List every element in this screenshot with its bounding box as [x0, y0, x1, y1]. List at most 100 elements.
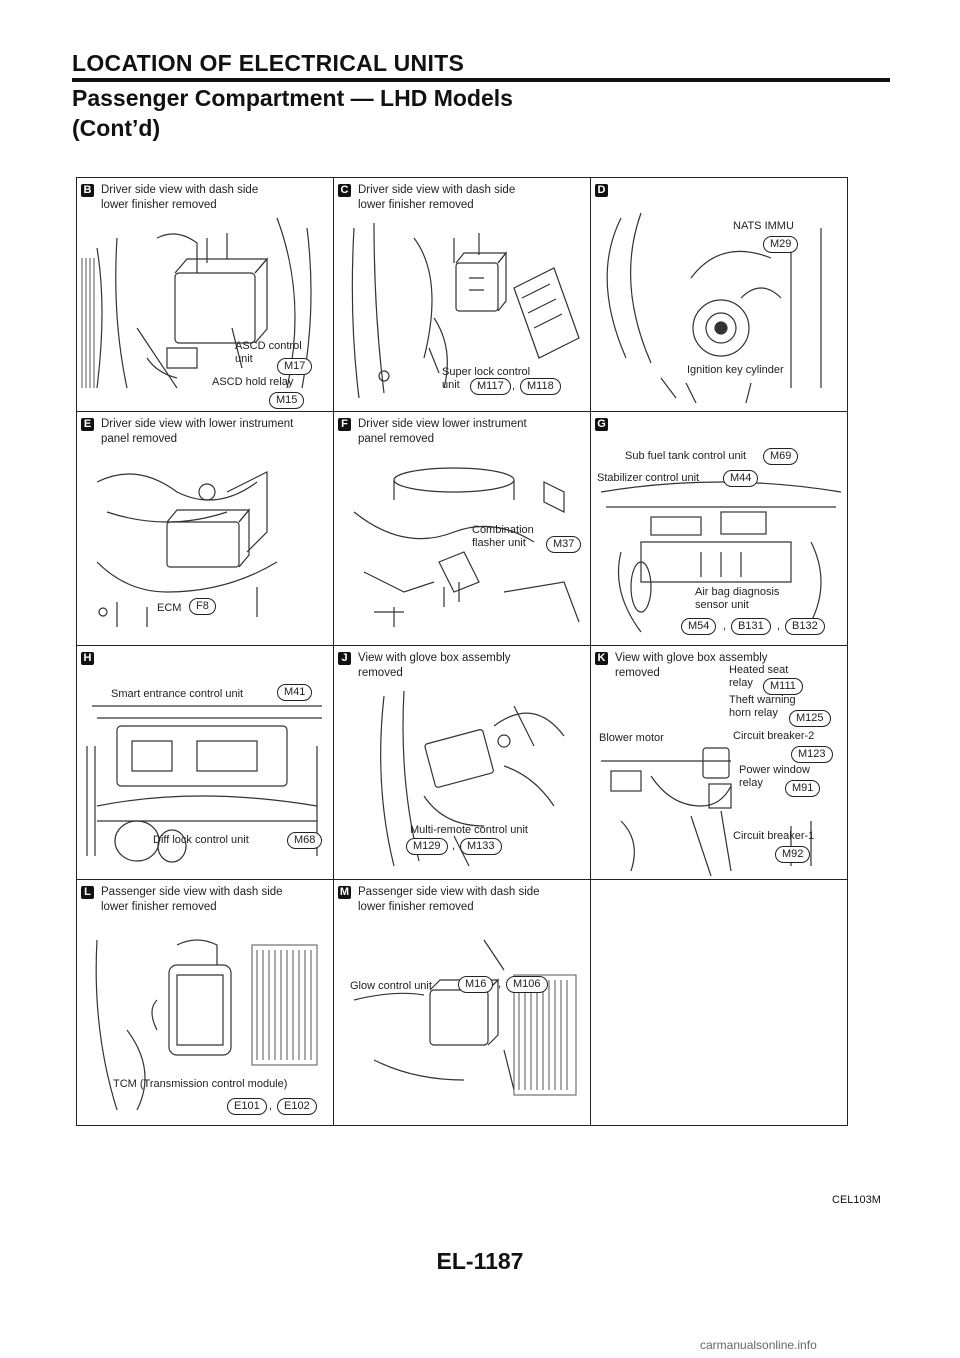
tcm-label: TCM (Transmission control module): [113, 1078, 288, 1090]
m69-connector: M69: [763, 448, 799, 465]
header-rule: [72, 78, 890, 82]
f8-connector: F8: [189, 598, 216, 615]
m125-connector: M125: [789, 710, 831, 727]
panel-l-illustration: [95, 939, 318, 1111]
m133-connector: M133: [460, 838, 502, 855]
ecm-label: ECM: [157, 602, 182, 614]
panel-j-tag: J: [338, 652, 351, 665]
panel-f-tag: F: [338, 418, 351, 431]
theft-warning-horn-relay-label: Theft warning horn relay: [729, 694, 796, 719]
panel-l-tag: L: [81, 886, 94, 899]
panel-e-illustration: [96, 471, 278, 627]
panel-l-caption: Passenger side view with dash side lower…: [101, 886, 283, 913]
ignition-key-cylinder-label: Ignition key cylinder: [687, 364, 784, 376]
panel-h-tag: H: [81, 652, 94, 665]
panel-m-illustration: [353, 939, 577, 1096]
m16-connector: M16: [458, 976, 494, 993]
panel-j-caption: View with glove box assembly removed: [358, 652, 511, 679]
m111-connector: M111: [763, 678, 803, 695]
circuit-breaker-2-label: Circuit breaker-2: [733, 730, 815, 742]
panel-k-tag: K: [595, 652, 608, 665]
m92-connector: M92: [775, 846, 811, 863]
panel-c-caption: Driver side view with dash side lower fi…: [358, 184, 516, 211]
panel-k: K View with glove box assembly removed H…: [591, 646, 848, 880]
separator: ,: [269, 1100, 273, 1112]
panel-b-illustration: [81, 217, 312, 389]
panel-d-tag: D: [595, 184, 608, 197]
panel-m: M Passenger side view with dash side low…: [334, 880, 591, 1126]
panel-b-caption: Driver side view with dash side lower fi…: [101, 184, 259, 211]
m44-connector: M44: [723, 470, 759, 487]
panel-k-illustration: [601, 747, 812, 877]
panel-m-tag: M: [338, 886, 351, 899]
m106-connector: M106: [506, 976, 548, 993]
illustration-grid: B Driver side view with dash side lower …: [76, 177, 848, 1126]
panel-d: D NATS IMMU M29 Ignition key cylinder: [591, 178, 848, 412]
separator: ,: [452, 840, 456, 852]
panel-g: G Sub fuel tank control unit M69 Stabili…: [591, 412, 848, 646]
panel-m-caption: Passenger side view with dash side lower…: [358, 886, 540, 913]
m129-connector: M129: [406, 838, 448, 855]
panel-j: J View with glove box assembly removed M…: [334, 646, 591, 880]
m37-connector: M37: [546, 536, 582, 553]
subtitle-line-2: (Cont’d): [72, 115, 161, 141]
panel-g-tag: G: [595, 418, 608, 431]
combination-flasher-unit-label: Combination flasher unit: [472, 524, 534, 549]
panel-e: E Driver side view with lower instrument…: [77, 412, 334, 646]
panel-c-tag: C: [338, 184, 351, 197]
panel-g-illustration: [600, 481, 842, 633]
separator: ,: [512, 380, 516, 392]
m29-connector: M29: [763, 236, 799, 253]
reference-code: CEL103M: [832, 1194, 881, 1206]
stabilizer-control-unit-label: Stabilizer control unit: [597, 472, 700, 484]
page-header: LOCATION OF ELECTRICAL UNITS Passenger C…: [72, 50, 890, 142]
sub-fuel-tank-control-unit-label: Sub fuel tank control unit: [625, 450, 747, 462]
panel-k-caption: View with glove box assembly removed: [615, 652, 768, 679]
m91-connector: M91: [785, 780, 821, 797]
power-window-relay-label: Power window relay: [739, 764, 810, 789]
separator: ,: [723, 620, 727, 632]
panel-d-illustration: [606, 212, 822, 404]
blower-motor-label: Blower motor: [599, 732, 664, 744]
m118-connector: M118: [520, 378, 561, 395]
m54-connector: M54: [681, 618, 717, 635]
panel-f: F Driver side view lower instrument pane…: [334, 412, 591, 646]
m117-connector: M117: [470, 378, 511, 395]
subtitle-line-1: Passenger Compartment — LHD Models: [72, 85, 513, 111]
super-lock-control-unit-label: Super lock control unit: [442, 366, 531, 391]
ascd-hold-relay-label: ASCD hold relay: [212, 376, 294, 388]
nats-immu-label: NATS IMMU: [733, 220, 794, 232]
heated-seat-relay-label: Heated seat relay: [729, 664, 789, 689]
b132-connector: B132: [785, 618, 825, 635]
panel-e-caption: Driver side view with lower instrument p…: [101, 418, 294, 445]
m15-connector: M15: [269, 392, 305, 409]
asc-control-unit-label: ASCD control unit: [235, 340, 302, 365]
panel-b: B Driver side view with dash side lower …: [77, 178, 334, 412]
multi-remote-control-unit-label: Multi-remote control unit: [410, 824, 528, 836]
b131-connector: B131: [731, 618, 771, 635]
panel-b-tag: B: [81, 184, 94, 197]
watermark: carmanualsonline.info: [700, 1338, 817, 1352]
glow-control-unit-label: Glow control unit: [350, 980, 432, 992]
m123-connector: M123: [791, 746, 833, 763]
panel-f-illustration: [353, 467, 580, 627]
panel-e-tag: E: [81, 418, 94, 431]
e102-connector: E102: [277, 1098, 317, 1115]
panel-empty: [591, 880, 848, 1126]
diff-lock-control-unit-label: Diff lock control unit: [153, 834, 249, 846]
section-title: LOCATION OF ELECTRICAL UNITS: [72, 50, 465, 76]
e101-connector: E101: [227, 1098, 267, 1115]
smart-entrance-control-unit-label: Smart entrance control unit: [111, 688, 244, 700]
m17-connector: M17: [277, 358, 313, 375]
panel-h: H Smart entrance control unit M41 Diff l…: [77, 646, 334, 880]
page-number: EL-1187: [436, 1248, 524, 1274]
m68-connector: M68: [287, 832, 323, 849]
panel-f-caption: Driver side view lower instrument panel …: [358, 418, 527, 445]
panel-c-illustration: [351, 222, 580, 399]
separator: ,: [498, 978, 502, 990]
panel-l: L Passenger side view with dash side low…: [77, 880, 334, 1126]
separator: ,: [777, 620, 781, 632]
air-bag-diagnosis-sensor-unit-label: Air bag diagnosis sensor unit: [695, 586, 780, 611]
circuit-breaker-1-label: Circuit breaker-1: [733, 830, 815, 842]
panel-c: C Driver side view with dash side lower …: [334, 178, 591, 412]
